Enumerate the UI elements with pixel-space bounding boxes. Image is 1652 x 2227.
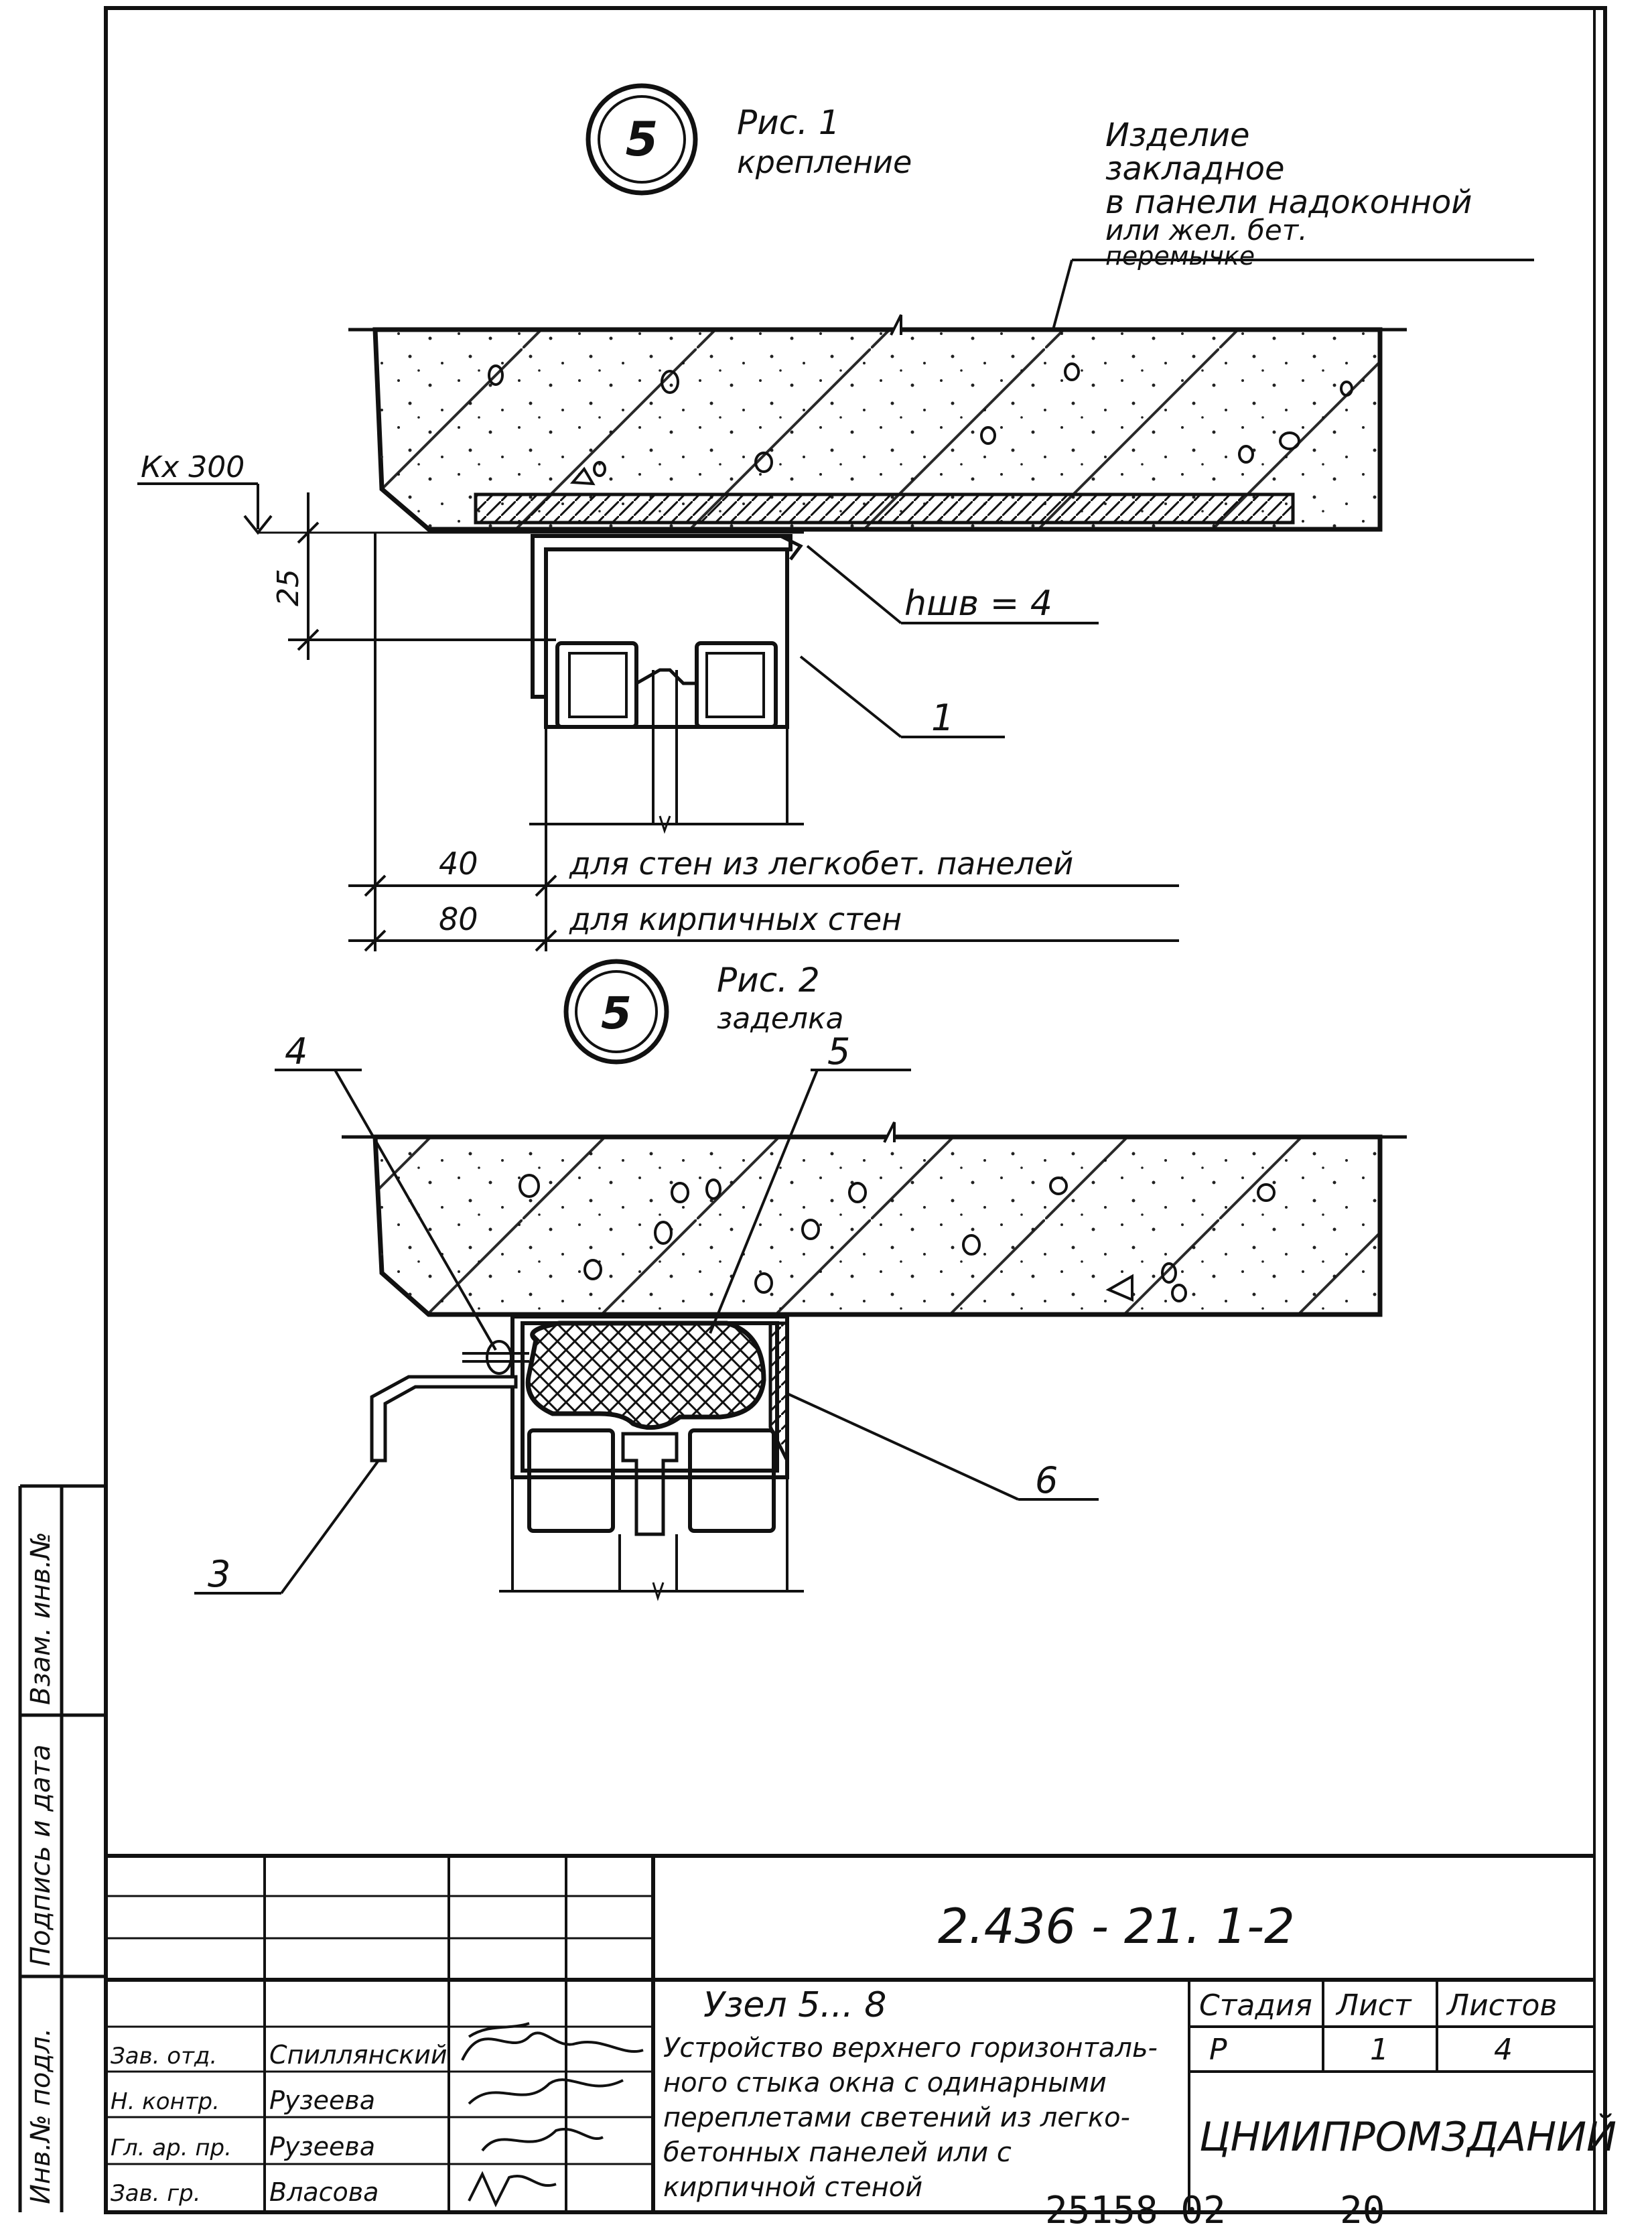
item-1-label: 1 <box>931 697 954 739</box>
sheet-value: 1 <box>1370 2033 1389 2067</box>
description-line-2: ного стыка окна с одинарными <box>663 2068 1107 2098</box>
role-name: Рузеева <box>269 2132 375 2161</box>
title-block-grid <box>106 1854 1594 2212</box>
role-name: Спиллянский <box>269 2040 448 2070</box>
weld-thickness-label: hшв = 4 <box>904 584 1052 624</box>
description-line-4: бетонных панелей или с <box>663 2137 1012 2168</box>
figure-2-subcaption: заделка <box>717 1002 844 1036</box>
role-label: Зав. гр. <box>111 2180 201 2207</box>
stamp-sign-date: Подпись и дата <box>25 1745 56 1966</box>
dimension-40-80 <box>348 533 1179 952</box>
item-3-label: 3 <box>208 1553 230 1595</box>
sheet-header: Лист <box>1335 1988 1412 2023</box>
window-frame-profile-2 <box>499 1314 804 1601</box>
handwritten-signatures <box>461 2022 644 2208</box>
dimension-25-label: 25 <box>271 569 305 606</box>
description-line-1: Устройство верхнего горизонталь- <box>663 2033 1158 2064</box>
stamp-inv-original: Инв.№ подл. <box>25 2028 56 2204</box>
stamp-inv-replace: Взам. инв.№ <box>25 1532 56 1705</box>
role-name: Власова <box>269 2177 378 2207</box>
level-mark: Кх 300 <box>141 450 245 484</box>
fastener <box>462 1340 529 1375</box>
role-name: Рузеева <box>269 2086 375 2115</box>
role-label: Зав. отд. <box>111 2043 217 2070</box>
organization-name: ЦНИИПРОМЗДАНИЙ <box>1199 2113 1616 2161</box>
dimension-80-label: 80 <box>439 901 478 937</box>
node-marker-circle-2 <box>563 959 669 1065</box>
callout-embedded-part-3: в панели надоконной <box>1105 184 1472 221</box>
callout-embedded-part-4: или жел. бет. <box>1105 214 1308 247</box>
item-6-label: 6 <box>1035 1459 1058 1501</box>
role-label: Гл. ар. пр. <box>111 2135 232 2161</box>
node-marker-number: 5 <box>626 112 659 167</box>
role-label: Н. контр. <box>111 2088 220 2115</box>
drawing-designation: 2.436 - 21. 1-2 <box>938 1898 1295 1954</box>
stage-header: Стадия <box>1199 1988 1312 2023</box>
figure-2-caption: Рис. 2 <box>717 961 820 1000</box>
sealant-gasket <box>525 1321 766 1430</box>
side-stamp-strip <box>18 1484 106 2212</box>
window-frame-profile-1 <box>529 534 804 834</box>
dimension-40-label: 40 <box>439 846 478 882</box>
figure-2: 5 Рис. 2 заделка <box>194 959 1407 1601</box>
note-brick-walls: для кирпичных стен <box>569 901 902 937</box>
sheets-value: 4 <box>1494 2033 1513 2067</box>
lintel-panel-2 <box>342 1122 1407 1317</box>
sheet-frame <box>104 6 1607 2214</box>
item-4-label: 4 <box>285 1030 307 1073</box>
node-marker-circle <box>586 83 698 196</box>
page-number: 20 <box>1340 2189 1385 2227</box>
flashing-strip <box>370 1375 518 1463</box>
figure-1-caption: Рис. 1 <box>737 103 840 142</box>
item-5-label: 5 <box>827 1030 850 1073</box>
callout-embedded-part-5: перемычке <box>1105 241 1255 271</box>
embedded-plate <box>474 492 1295 525</box>
description-line-5: кирпичной стеной <box>663 2172 922 2203</box>
sheets-header: Листов <box>1446 1988 1557 2023</box>
figure-1: 5 Рис. 1 крепление Изделие закладное в п… <box>137 83 1534 952</box>
description-line-3: переплетами светений из легко- <box>663 2102 1130 2133</box>
callout-embedded-part-1: Изделие <box>1105 117 1250 154</box>
callout-embedded-part-2: закладное <box>1105 150 1285 188</box>
node-title: Узел 5... 8 <box>703 1985 886 2025</box>
stage-value: Р <box>1209 2033 1227 2067</box>
node-marker-number-2: 5 <box>601 988 632 1039</box>
lintel-panel-1 <box>348 314 1407 532</box>
dimension-25 <box>288 492 670 660</box>
signature-rows: Зав. отд. Спиллянский Н. контр. Рузеева … <box>111 2040 448 2207</box>
note-light-concrete: для стен из легкобет. панелей <box>569 846 1073 882</box>
archive-number: 25158-02 <box>1045 2189 1226 2227</box>
figure-1-subcaption: крепление <box>737 144 912 180</box>
